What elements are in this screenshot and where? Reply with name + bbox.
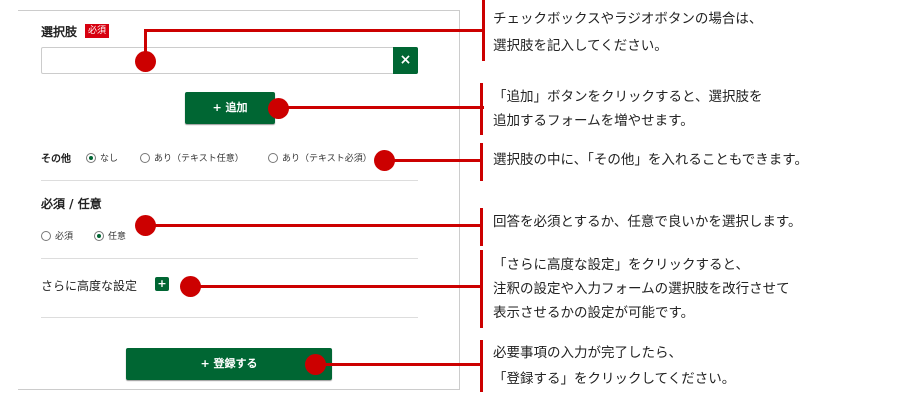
callout-line [190, 285, 482, 288]
callout-bracket [480, 250, 483, 328]
divider [41, 180, 418, 181]
callout-line [384, 159, 482, 162]
callout-line [145, 224, 482, 227]
radio-icon [94, 230, 104, 241]
required-badge: 必須 [85, 24, 110, 38]
other-radio-text-optional[interactable]: あり（テキスト任意） [140, 151, 244, 164]
form-panel [18, 10, 460, 390]
other-label: その他 [41, 154, 71, 165]
choices-label: 選択肢 [41, 25, 78, 39]
callout-dot [135, 51, 156, 72]
callout-line [315, 363, 482, 366]
advanced-settings-toggle[interactable]: + [155, 277, 169, 291]
other-radio-text-required[interactable]: あり（テキスト必須） [268, 151, 372, 164]
radio-icon [140, 152, 150, 163]
callout-bracket [480, 83, 483, 135]
radio-icon [268, 152, 278, 163]
register-button[interactable]: + 登録する [126, 348, 332, 380]
callout-dot [268, 98, 289, 119]
radio-optional[interactable]: 任意 [94, 229, 126, 242]
divider [41, 258, 418, 259]
note-register: 必要事項の入力が完了したら、「登録する」をクリックしてください。 [493, 345, 736, 387]
callout-bracket [482, 0, 485, 61]
advanced-settings-label[interactable]: さらに高度な設定 [41, 279, 138, 293]
callout-line [278, 106, 484, 109]
callout-dot [180, 276, 201, 297]
required-optional-label: 必須 / 任意 [41, 197, 102, 211]
radio-icon [86, 152, 96, 163]
add-button[interactable]: + 追加 [185, 92, 275, 124]
note-add: 「追加」ボタンをクリックすると、選択肢を追加するフォームを増やせます。 [493, 89, 763, 129]
note-required: 回答を必須とするか、任意で良いかを選択します。 [493, 214, 802, 230]
callout-dot [374, 150, 395, 171]
callout-bracket [480, 143, 483, 181]
callout-bracket [480, 340, 483, 392]
callout-dot [305, 354, 326, 375]
callout-dot [135, 215, 156, 236]
radio-required[interactable]: 必須 [41, 229, 73, 242]
note-choices: チェックボックスやラジオボタンの場合は、選択肢を記入してください。 [493, 11, 763, 54]
callout-line [144, 29, 484, 32]
radio-icon [41, 230, 51, 241]
divider [41, 317, 418, 318]
other-radio-none[interactable]: なし [86, 151, 118, 164]
choice-input[interactable] [41, 47, 418, 74]
close-icon: × [399, 52, 412, 68]
callout-bracket [480, 208, 483, 246]
remove-choice-button[interactable]: × [393, 47, 418, 74]
callout-line [144, 29, 147, 61]
note-other: 選択肢の中に、「その他」を入れることもできます。 [493, 152, 808, 168]
note-advanced: 「さらに高度な設定」をクリックすると、注釈の設定や入力フォームの選択肢を改行させ… [493, 257, 790, 321]
